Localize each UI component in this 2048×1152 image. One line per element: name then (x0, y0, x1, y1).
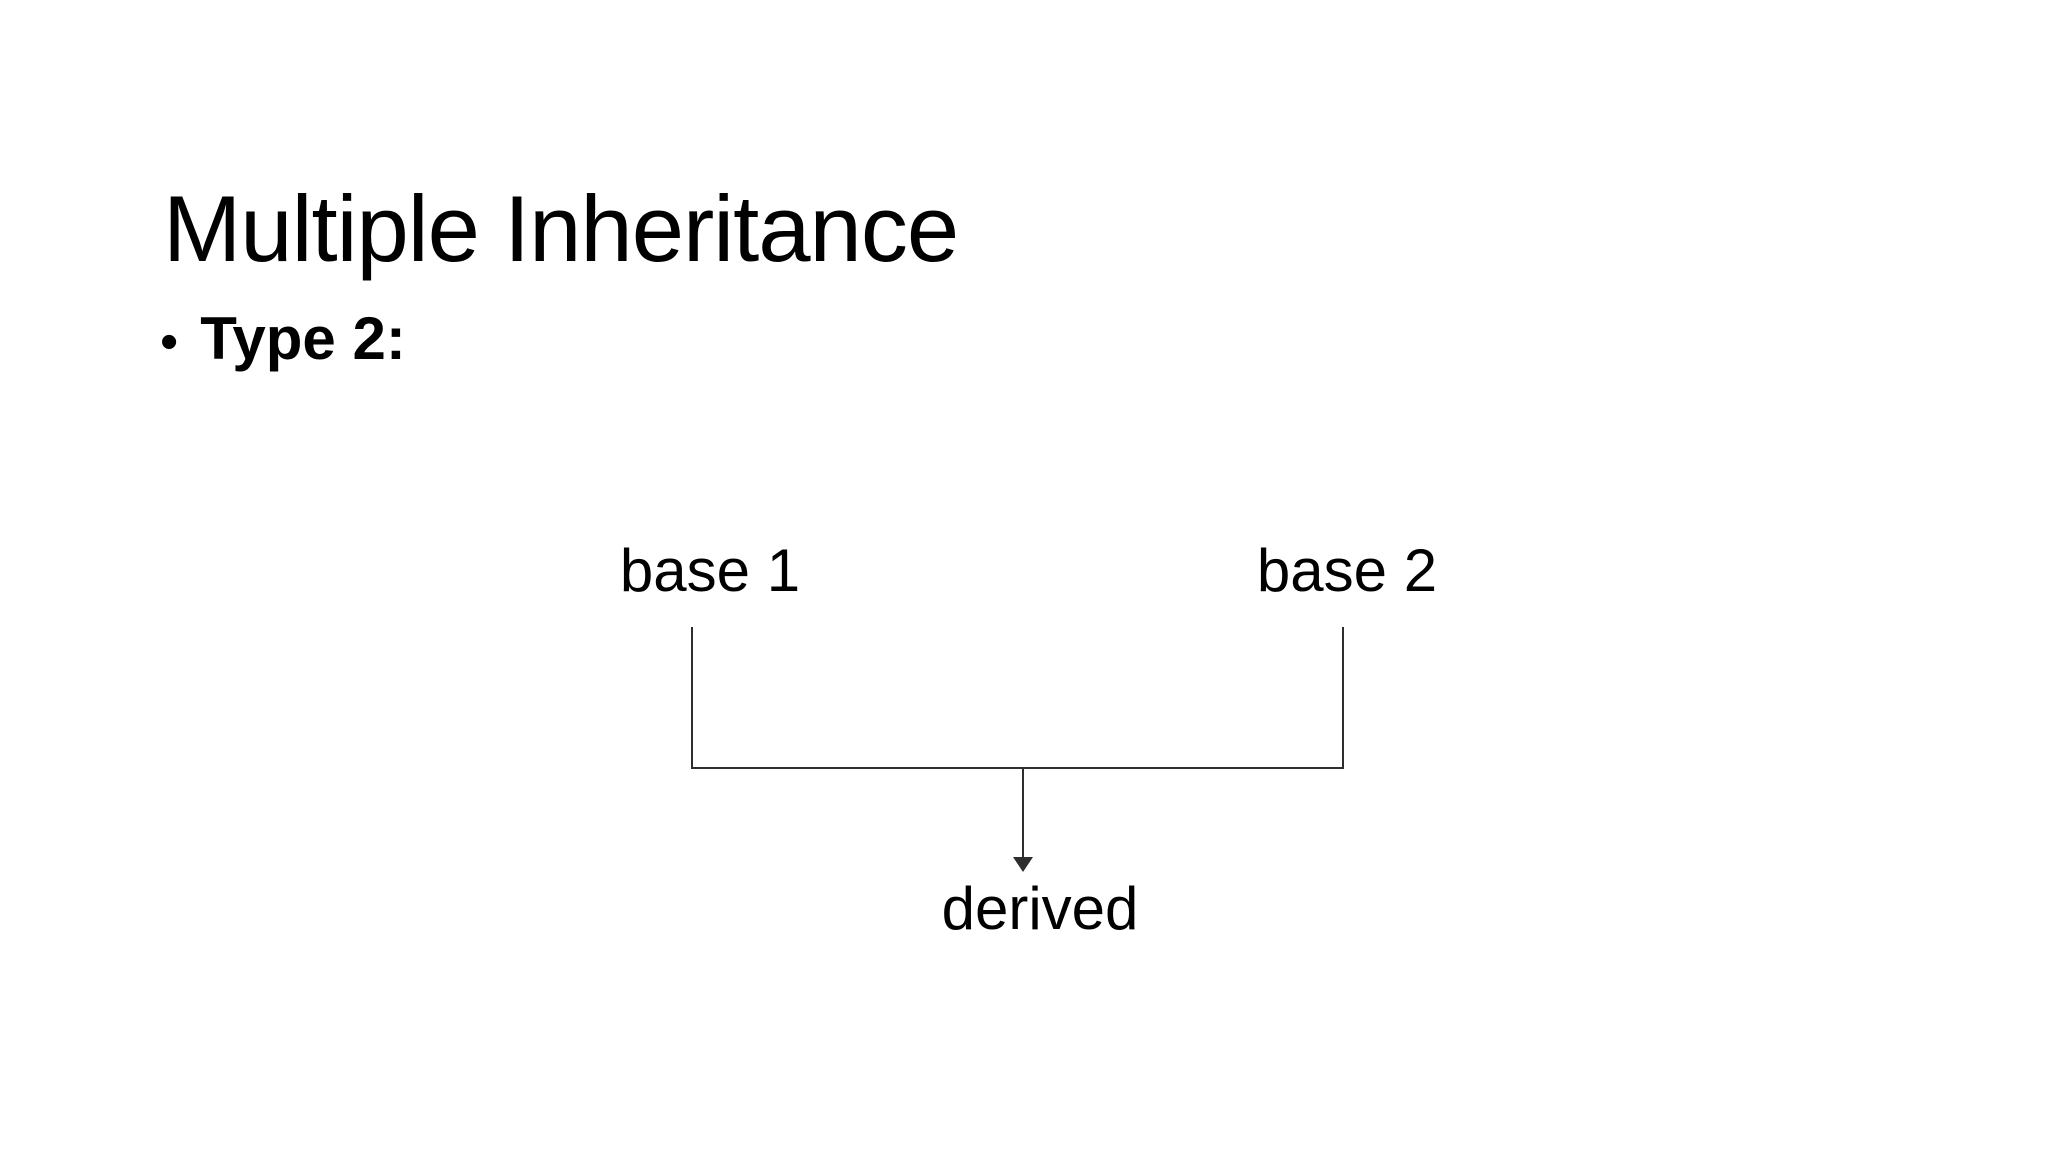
node-base1-label: base 1 (619, 537, 801, 604)
connector-base2-vertical-line (1342, 627, 1344, 768)
connector-arrow-stem-line (1022, 769, 1024, 859)
connector-horizontal-line (691, 767, 1344, 769)
arrow-down-icon (1013, 857, 1033, 872)
node-derived-label: derived (941, 875, 1139, 942)
bullet-text: Type 2: (200, 305, 406, 372)
bullet-marker: • (160, 313, 179, 371)
bullet-item: • Type 2: (160, 306, 406, 372)
slide-title: Multiple Inheritance (163, 175, 959, 281)
connector-base1-vertical-line (691, 627, 693, 768)
node-base2-label: base 2 (1256, 537, 1438, 604)
